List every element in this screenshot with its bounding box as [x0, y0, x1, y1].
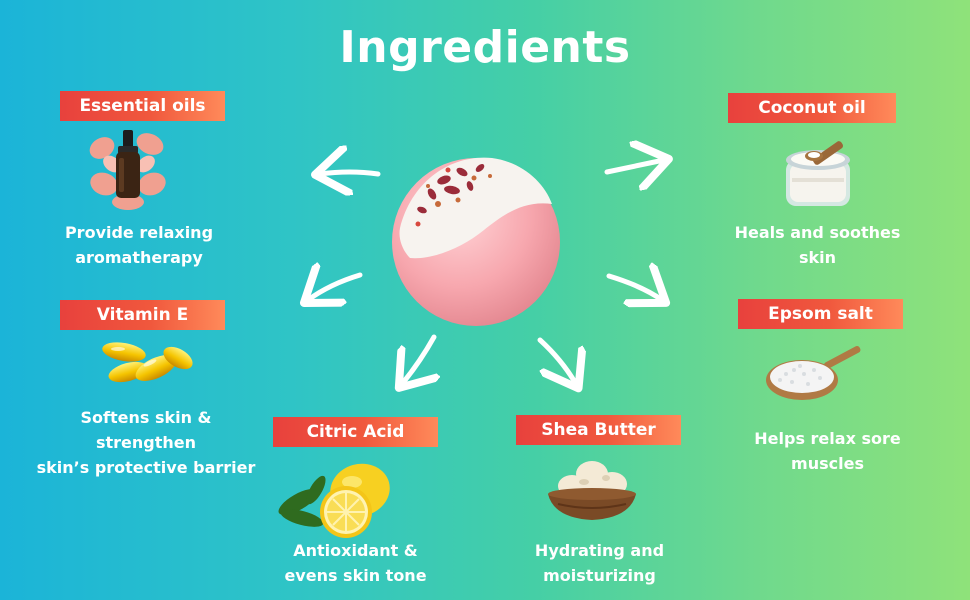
desc-essential-oils-line-1: Provide relaxing: [64, 223, 214, 242]
arrow-citric-acid: [402, 334, 434, 384]
desc-vitamin-e-line-1: Softens skin & strengthen: [80, 408, 212, 452]
desc-vitamin-e: Softens skin & strengthen skin’s protect…: [30, 405, 262, 480]
page-title: Ingredients: [339, 22, 631, 73]
arrow-vitamin-e: [308, 275, 363, 300]
desc-epsom-salt-line-2: muscles: [791, 454, 864, 473]
label-essential-oils: Essential oils: [60, 91, 225, 121]
arrow-epsom-salt: [606, 276, 662, 300]
bath-bomb-image: [392, 157, 560, 326]
desc-shea-butter-line-2: moisturizing: [543, 566, 656, 585]
lemon-icon: [278, 463, 390, 538]
label-coconut-oil: Coconut oil: [728, 93, 896, 123]
arrow-shea-butter: [537, 337, 576, 384]
desc-epsom-salt: Helps relax sore muscles: [740, 426, 915, 476]
desc-citric-acid-line-2: evens skin tone: [284, 566, 427, 585]
desc-citric-acid: Antioxidant & evens skin tone: [268, 538, 443, 588]
desc-essential-oils: Provide relaxing aromatherapy: [40, 220, 238, 270]
desc-essential-oils-line-2: aromatherapy: [75, 248, 203, 267]
desc-coconut-oil: Heals and soothes skin: [730, 220, 905, 270]
label-epsom-salt: Epsom salt: [738, 299, 903, 329]
label-citric-acid: Citric Acid: [273, 417, 438, 447]
label-vitamin-e: Vitamin E: [60, 300, 225, 330]
epsom-salt-spoon-icon: [766, 346, 861, 400]
desc-vitamin-e-line-2: skin’s protective barrier: [36, 458, 256, 477]
desc-coconut-oil-line-2: skin: [798, 248, 837, 267]
shea-butter-bowl-icon: [548, 461, 636, 520]
desc-coconut-oil-line-1: Heals and soothes: [734, 223, 901, 242]
vitamin-e-capsules-icon: [102, 342, 193, 383]
label-shea-butter: Shea Butter: [516, 415, 681, 445]
desc-shea-butter: Hydrating and moisturizing: [512, 538, 687, 588]
essential-oil-bottle-icon: [89, 130, 166, 210]
desc-shea-butter-line-1: Hydrating and: [534, 541, 665, 560]
desc-citric-acid-line-1: Antioxidant &: [293, 541, 418, 560]
arrow-coconut-oil: [604, 160, 664, 172]
coconut-oil-jar-icon: [786, 141, 850, 206]
arrow-essential-oils: [320, 172, 381, 174]
desc-epsom-salt-line-1: Helps relax sore: [754, 429, 901, 448]
